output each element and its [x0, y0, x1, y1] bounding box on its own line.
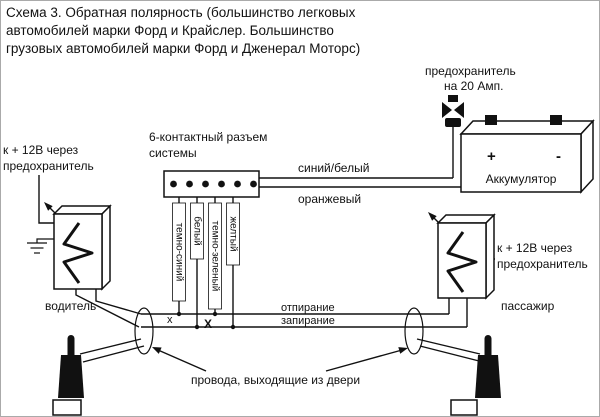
dark-blue-label-box — [172, 202, 186, 302]
wire-labels-vertical: темно-синий белый темно-зеленый желтый — [172, 202, 240, 310]
driver-lock-plunger-icon — [67, 335, 75, 359]
junction-dot — [194, 324, 200, 330]
passenger-power-label-line-2: предохранитель — [497, 257, 588, 271]
door-note: провода, выходящие из двери — [152, 347, 408, 387]
connector-pin-icon — [250, 180, 257, 188]
connector-label-line-1: 6-контактный разъем — [149, 130, 267, 144]
driver-actuator — [52, 335, 84, 416]
passenger-actuator-wire-2 — [419, 345, 484, 363]
battery-terminal-positive-icon — [485, 115, 497, 125]
battery-side-face — [580, 119, 594, 194]
yellow-wire-label: желтый — [228, 216, 239, 251]
unlock-wire-label: отпирание — [281, 302, 335, 314]
passenger-switch-contact-icon — [446, 231, 478, 293]
fuse: предохранитель на 20 Амп. — [425, 64, 516, 178]
blue-white-wire-label: синий/белый — [298, 161, 369, 175]
battery: + - Аккумулятор — [459, 115, 595, 194]
ground-stub-wire — [36, 238, 54, 243]
connector-pin-icon — [202, 180, 209, 188]
connector-body — [163, 170, 260, 198]
title-line-1: Схема 3. Обратная полярность (большинств… — [6, 5, 356, 20]
passenger-switch: пассажир — [436, 213, 555, 313]
fuse-cap-icon — [448, 95, 458, 102]
junction-dot — [230, 324, 236, 330]
diagram-title: Схема 3. Обратная полярность (большинств… — [6, 5, 360, 56]
passenger-actuator-base — [450, 399, 478, 416]
driver-label: водитель — [45, 299, 96, 313]
dark-blue-wire-label: темно-синий — [174, 223, 185, 282]
battery-terminal-negative-icon — [550, 115, 562, 125]
driver-actuator-body-icon — [58, 355, 84, 398]
connector-label-line-2: системы — [149, 146, 197, 160]
door-note-arrow-left-line — [157, 349, 207, 372]
passenger-power-label-line-1: к + 12В через — [497, 241, 573, 255]
battery-top-face — [459, 120, 595, 135]
connector-pin-icon — [170, 180, 177, 188]
dark-green-label-box — [208, 202, 222, 310]
passenger-actuator-wire-1 — [416, 338, 481, 355]
door-grommet-left-icon — [134, 307, 154, 355]
fuse-base-icon — [445, 118, 461, 127]
door-grommets — [134, 307, 424, 355]
connector-pin-icon — [218, 180, 225, 188]
yellow-label-box — [226, 202, 240, 266]
door-note-arrow-right-line — [325, 349, 403, 372]
driver-switch-top-face — [52, 205, 112, 215]
passenger-label: пассажир — [501, 299, 555, 313]
driver-switch-side-face — [101, 204, 111, 291]
passenger-actuator — [450, 335, 501, 416]
door-note-label: провода, выходящие из двери — [191, 373, 360, 387]
dark-green-wire-label: темно-зеленый — [210, 221, 221, 292]
driver-power-label-line-1: к + 12В через — [3, 143, 79, 157]
arrow-up-left-icon — [428, 212, 437, 221]
lock-wire-label: запирание — [281, 315, 335, 327]
driver-actuator-wire-2 — [82, 345, 145, 363]
arrow-up-left-icon — [152, 347, 162, 354]
driver-power-wire — [38, 175, 54, 224]
door-wiring — [79, 338, 484, 363]
passenger-lock-plunger-icon — [484, 335, 492, 359]
white-wire-label: белый — [192, 216, 204, 245]
passenger-switch-side-face — [485, 213, 495, 300]
battery-plus-sign: + — [487, 148, 496, 165]
door-grommet-right-icon — [404, 307, 424, 355]
passenger-power: к + 12В через предохранитель — [428, 212, 588, 271]
driver-unlock-lead — [95, 289, 142, 315]
orange-wire-label: оранжевый — [298, 192, 361, 206]
splice-x-mark-2: Х — [204, 317, 212, 331]
driver-switch-contact-icon — [62, 222, 94, 284]
fuse-label-line-2: на 20 Амп. — [444, 79, 503, 93]
fuse-label-line-1: предохранитель — [425, 64, 516, 78]
driver-actuator-base — [52, 399, 82, 416]
system-connector: 6-контактный разъем системы — [149, 130, 267, 198]
connector-pin-icon — [234, 180, 241, 188]
title-line-2: автомобилей марки Форд и Крайслер. Больш… — [6, 23, 334, 38]
driver-switch: водитель — [45, 204, 112, 313]
power-wires: синий/белый оранжевый — [259, 161, 461, 206]
arrow-up-right-icon — [398, 347, 408, 354]
driver-actuator-wire-1 — [79, 338, 142, 355]
splice-x-mark-1: х — [167, 314, 173, 326]
passenger-switch-top-face — [436, 214, 496, 224]
lock-unlock-wires: отпирание запирание х Х — [75, 289, 468, 331]
fuse-bowtie-right-icon — [454, 102, 464, 118]
connector-wires — [178, 197, 234, 327]
battery-front-face — [460, 133, 582, 193]
white-label-box — [190, 202, 204, 260]
battery-label: Аккумулятор — [486, 172, 557, 186]
driver-lock-lead — [75, 289, 140, 328]
connector-pin-icon — [186, 180, 193, 188]
fuse-bowtie-left-icon — [442, 102, 452, 118]
driver-power: к + 12В через предохранитель — [3, 143, 94, 254]
junction-dot — [176, 311, 182, 317]
driver-power-label-line-2: предохранитель — [3, 159, 94, 173]
battery-minus-sign: - — [556, 148, 561, 165]
passenger-actuator-body-icon — [475, 355, 501, 398]
arrow-up-left-icon — [44, 202, 53, 211]
junction-dot — [212, 311, 218, 317]
title-line-3: грузовых автомобилей марки Форд и Дженер… — [6, 41, 360, 56]
